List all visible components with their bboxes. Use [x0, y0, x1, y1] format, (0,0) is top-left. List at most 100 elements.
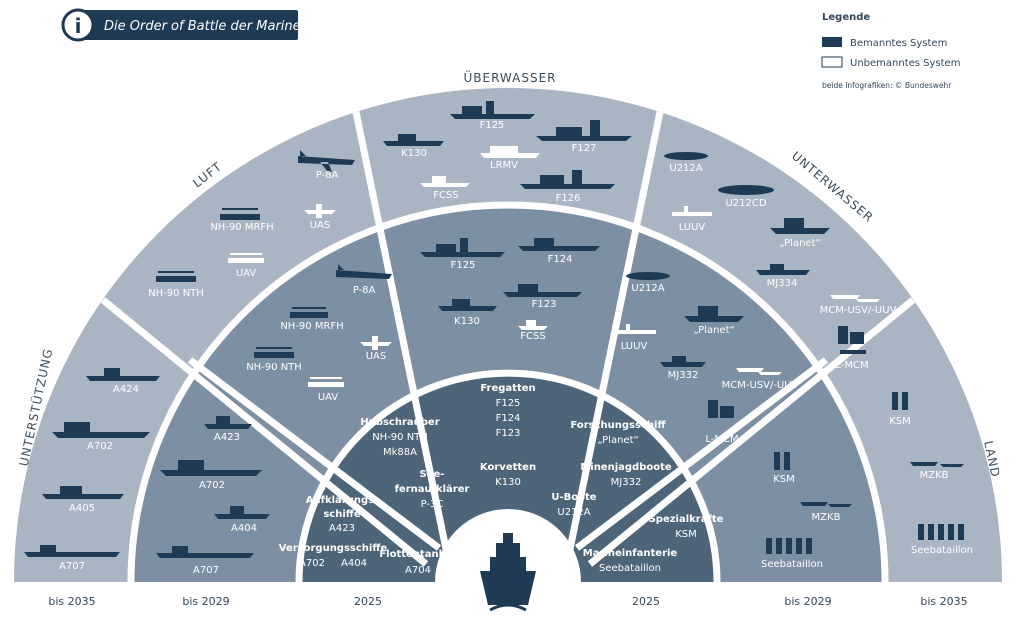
- label-u212a-outer: U212A: [669, 163, 702, 174]
- inner-title-flottentanker: Flottentanker: [379, 549, 456, 560]
- label-nh90mrfh-mid: NH-90 MRFH: [280, 321, 343, 332]
- label-p8a-mid: P-8A: [353, 285, 376, 296]
- outer-unterstuetzung: A424 A702 A405 A707: [24, 368, 160, 572]
- radial-separators: [100, 111, 916, 567]
- label-luuv-outer: LUUV: [679, 222, 706, 233]
- ship-icon: [520, 170, 615, 189]
- year-left-mid: bis 2029: [182, 595, 229, 608]
- ship-icon: [156, 546, 254, 558]
- label-u212cd-outer: U212CD: [725, 198, 766, 209]
- inner-title-fregatten: Fregatten: [480, 383, 535, 394]
- inner-title-aufklaerungsschiffe-2: schiffe: [323, 509, 361, 520]
- label-k130-mid: K130: [454, 316, 480, 327]
- flagship-icon: [450, 524, 566, 623]
- ship-icon: [24, 545, 120, 557]
- ship-icon: [420, 176, 470, 187]
- inner-value: A702: [299, 558, 325, 569]
- helicopter-icon: [228, 253, 264, 263]
- label-mcm-mid: MCM-USV/-UUV: [722, 380, 799, 391]
- label-uav-outer: UAV: [236, 268, 257, 279]
- label-uav-mid: UAV: [318, 392, 339, 403]
- year-left-outer: bis 2035: [48, 595, 95, 608]
- label-mcm-outer: MCM-USV/-UUV: [820, 305, 897, 316]
- soldiers-icon: [918, 524, 964, 540]
- aircraft-icon: [298, 150, 355, 172]
- middle-unterstuetzung: A423 A702 A404 A707: [156, 416, 270, 576]
- year-right-inner: 2025: [632, 595, 660, 608]
- ship-icon: [438, 299, 497, 311]
- label-a702-mid: A702: [199, 480, 225, 491]
- label-seebataillon-mid: Seebataillon: [761, 559, 823, 570]
- inner-title-aufklaerungsschiffe: Aufklärungs-: [306, 495, 378, 506]
- ship-icon: [756, 264, 810, 275]
- outer-unterwasser: U212A U212CD LUUV „Planet“ MJ334 MCM-USV…: [664, 152, 897, 371]
- label-u212a-mid: U212A: [631, 283, 664, 294]
- label-a423-mid: A423: [214, 432, 240, 443]
- ship-icon: [204, 416, 252, 429]
- year-right-outer: bis 2035: [920, 595, 967, 608]
- label-k130-outer: K130: [401, 148, 427, 159]
- label-luuv-mid: LUUV: [621, 341, 648, 352]
- legend-manned-swatch: [822, 37, 842, 47]
- separator-ring-1: [127, 201, 889, 583]
- separator-ring-3: [435, 509, 581, 583]
- inner-value: P-3C: [421, 499, 444, 510]
- label-planet-outer: „Planet“: [779, 238, 820, 249]
- inner-title-marineinfanterie: Marineinfanterie: [583, 548, 678, 559]
- label-ksm-mid: KSM: [773, 474, 795, 485]
- ship-icon: [503, 284, 582, 297]
- label-f125-outer: F125: [480, 120, 505, 131]
- inner-value: Seebataillon: [599, 563, 661, 574]
- ship-icon: [420, 238, 505, 257]
- label-fcss-mid: FCSS: [520, 331, 545, 342]
- inner-title-uboote: U-Boote: [551, 492, 596, 503]
- inner-value: A404: [341, 558, 367, 569]
- inner-value: A423: [329, 523, 355, 534]
- label-uas-outer: UAS: [310, 220, 331, 231]
- middle-ueberwasser: F125 F124 F123 K130 FCSS: [420, 238, 600, 342]
- inner-title-spezialkraefte: Spezialkräfte: [649, 514, 724, 525]
- inner-value: F123: [496, 428, 521, 439]
- inner-ueberwasser: Fregatten F125 F124 F123 Korvetten K130: [480, 383, 536, 488]
- label-f126-outer: F126: [556, 193, 581, 204]
- ship-icon: [480, 146, 540, 158]
- inner-value: KSM: [675, 529, 697, 540]
- year-left-inner: 2025: [354, 595, 382, 608]
- label-uas-mid: UAS: [366, 351, 387, 362]
- legend-credit: beide Infografiken: © Bundeswehr: [822, 81, 952, 90]
- legend-unmanned-swatch: [821, 56, 843, 68]
- usv-icon: [830, 295, 880, 302]
- label-f125-mid: F125: [451, 260, 476, 271]
- label-a702-outer: A702: [87, 441, 113, 452]
- ship-icon: [518, 238, 600, 251]
- ship-icon: [160, 460, 262, 476]
- ring-outer: [14, 88, 1002, 582]
- legend-manned-label: Bemanntes System: [850, 38, 947, 49]
- inner-value: F125: [496, 398, 521, 409]
- header: i Die Order of Battle der Marine: [61, 8, 301, 42]
- label-nh90nth-outer: NH-90 NTH: [148, 288, 204, 299]
- soldier-icon: [892, 392, 908, 410]
- ring-inner: [299, 373, 717, 582]
- label-lmcm-mid: L-MCM: [705, 434, 738, 445]
- uuv-icon: [672, 206, 712, 216]
- soldier-icon: [774, 452, 790, 470]
- label-ksm-outer: KSM: [889, 416, 911, 427]
- boat-icon: [800, 502, 852, 507]
- label-a405-outer: A405: [69, 503, 95, 514]
- middle-unterwasser: U212A „Planet“ LUUV MJ332 MCM-USV/-UUV L…: [614, 272, 799, 445]
- inner-value: K130: [495, 477, 521, 488]
- inner-land: Spezialkräfte KSM Marineinfanterie Seeba…: [583, 514, 724, 574]
- outer-ueberwasser: F125 K130 F127 LRMV FCSS F126: [383, 101, 632, 204]
- ship-icon: [660, 356, 706, 367]
- helicopter-icon: [308, 377, 344, 387]
- drone-icon: [304, 204, 336, 218]
- uuv-icon: [614, 324, 656, 334]
- inner-title-seefernaufklaerer: See-: [420, 469, 445, 480]
- inner-unterstuetzung: Aufklärungs- schiffe A423 Versorgungssch…: [279, 495, 457, 576]
- page-title: Die Order of Battle der Marine: [104, 19, 301, 34]
- inner-value: MJ332: [611, 477, 642, 488]
- ship-icon: [42, 486, 124, 499]
- inner-luft: Hubschrauber NH-90 NTH Mk88A See- fernau…: [360, 417, 469, 510]
- info-icon: i: [75, 14, 82, 38]
